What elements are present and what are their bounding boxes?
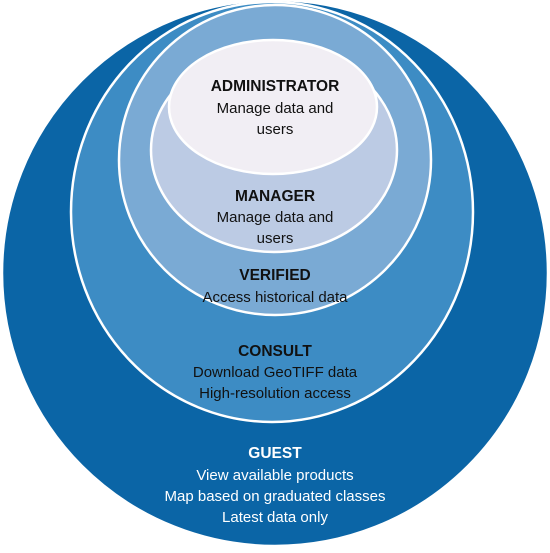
guest-line-1: View available products — [196, 467, 353, 484]
verified-title: VERIFIED — [239, 267, 310, 284]
administrator-line-1: Manage data and — [217, 100, 334, 117]
administrator-title: ADMINISTRATOR — [211, 78, 340, 95]
manager-line-2: users — [257, 230, 294, 247]
guest-line-2: Map based on graduated classes — [165, 488, 386, 505]
guest-title: GUEST — [248, 445, 302, 462]
consult-line-1: Download GeoTIFF data — [193, 364, 358, 381]
administrator-level-ellipse — [167, 38, 379, 176]
manager-line-1: Manage data and — [217, 209, 334, 226]
manager-title: MANAGER — [235, 188, 315, 205]
verified-line-1: Access historical data — [202, 289, 348, 306]
consult-line-2: High-resolution access — [199, 385, 351, 402]
guest-line-3: Latest data only — [222, 509, 328, 526]
administrator-line-2: users — [257, 121, 294, 138]
consult-title: CONSULT — [238, 343, 312, 360]
